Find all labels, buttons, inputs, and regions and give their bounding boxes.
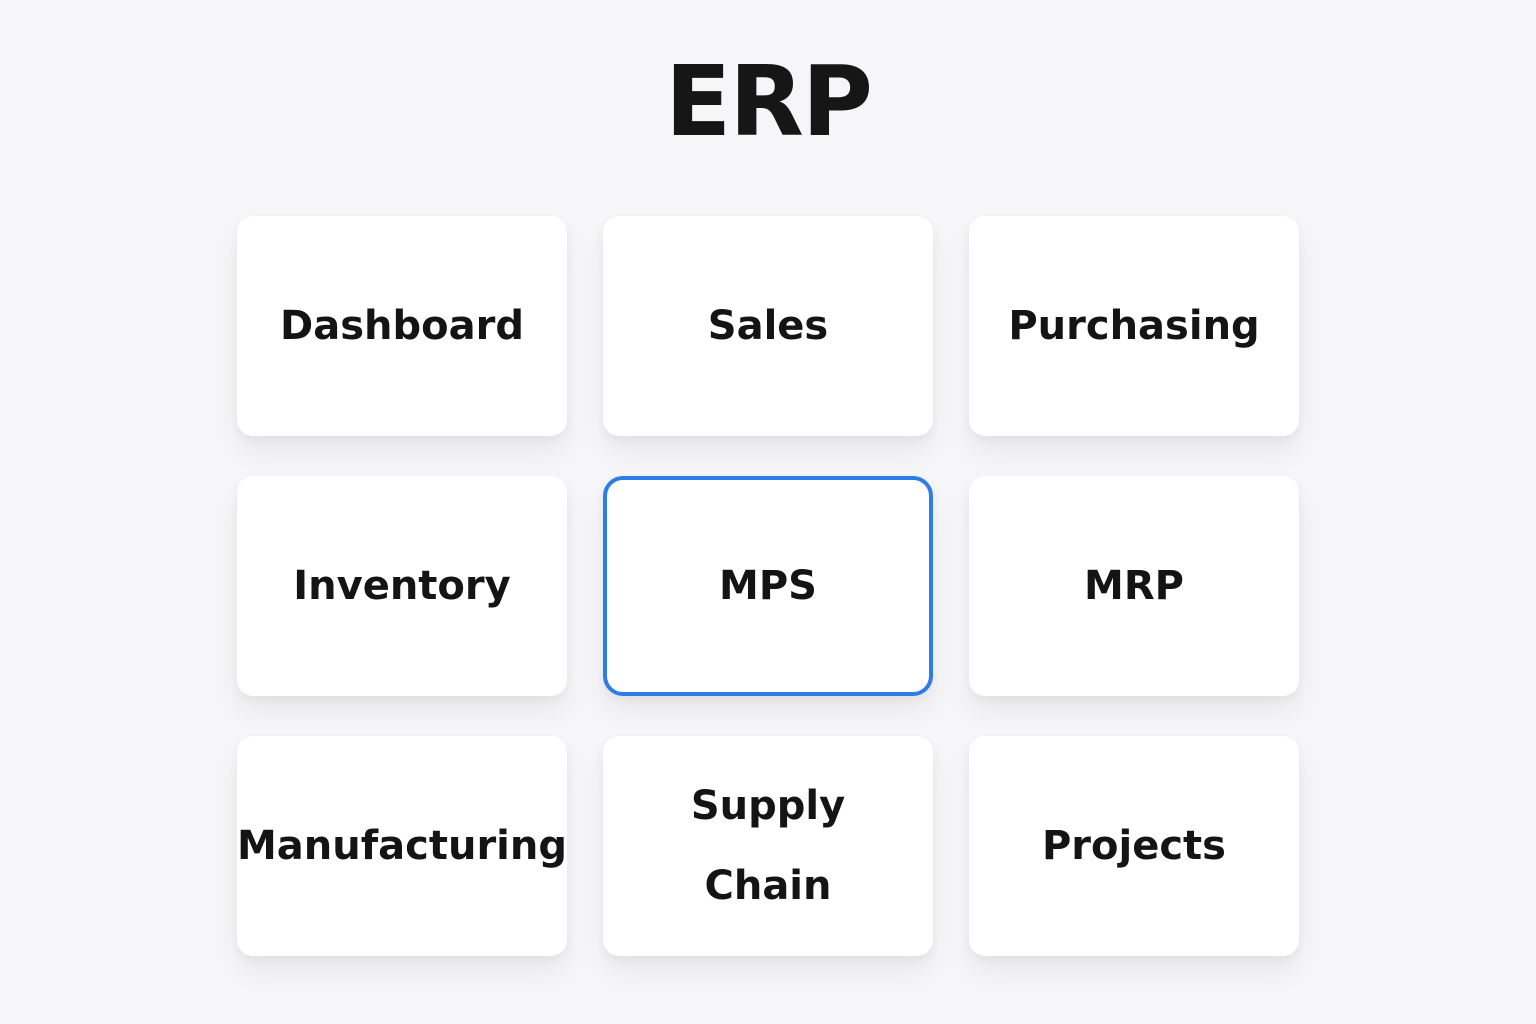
module-grid: Dashboard Sales Purchasing Inventory MPS… [237,215,1299,956]
card-label-sales: Sales [707,302,829,349]
card-inventory[interactable]: Inventory [237,475,567,696]
card-purchasing[interactable]: Purchasing [969,215,1299,436]
card-dashboard[interactable]: Dashboard [237,215,567,436]
card-mrp[interactable]: MRP [969,475,1299,696]
card-manufacturing[interactable]: Manufacturing [237,735,567,956]
card-projects[interactable]: Projects [969,735,1299,956]
card-label-projects: Projects [1041,822,1226,869]
card-mps[interactable]: MPS [603,475,933,696]
card-label-mrp: MRP [1084,562,1184,609]
page-title: ERP [664,45,873,158]
card-sales[interactable]: Sales [603,215,933,436]
card-label-inventory: Inventory [293,562,511,609]
card-label-mps: MPS [719,562,817,609]
card-label-dashboard: Dashboard [280,302,524,349]
card-label-manufacturing: Manufacturing [237,822,567,869]
card-label-purchasing: Purchasing [1008,302,1260,349]
card-supply-chain[interactable]: Supply Chain [603,735,933,956]
card-label-supply-chain: Supply Chain [690,782,846,909]
